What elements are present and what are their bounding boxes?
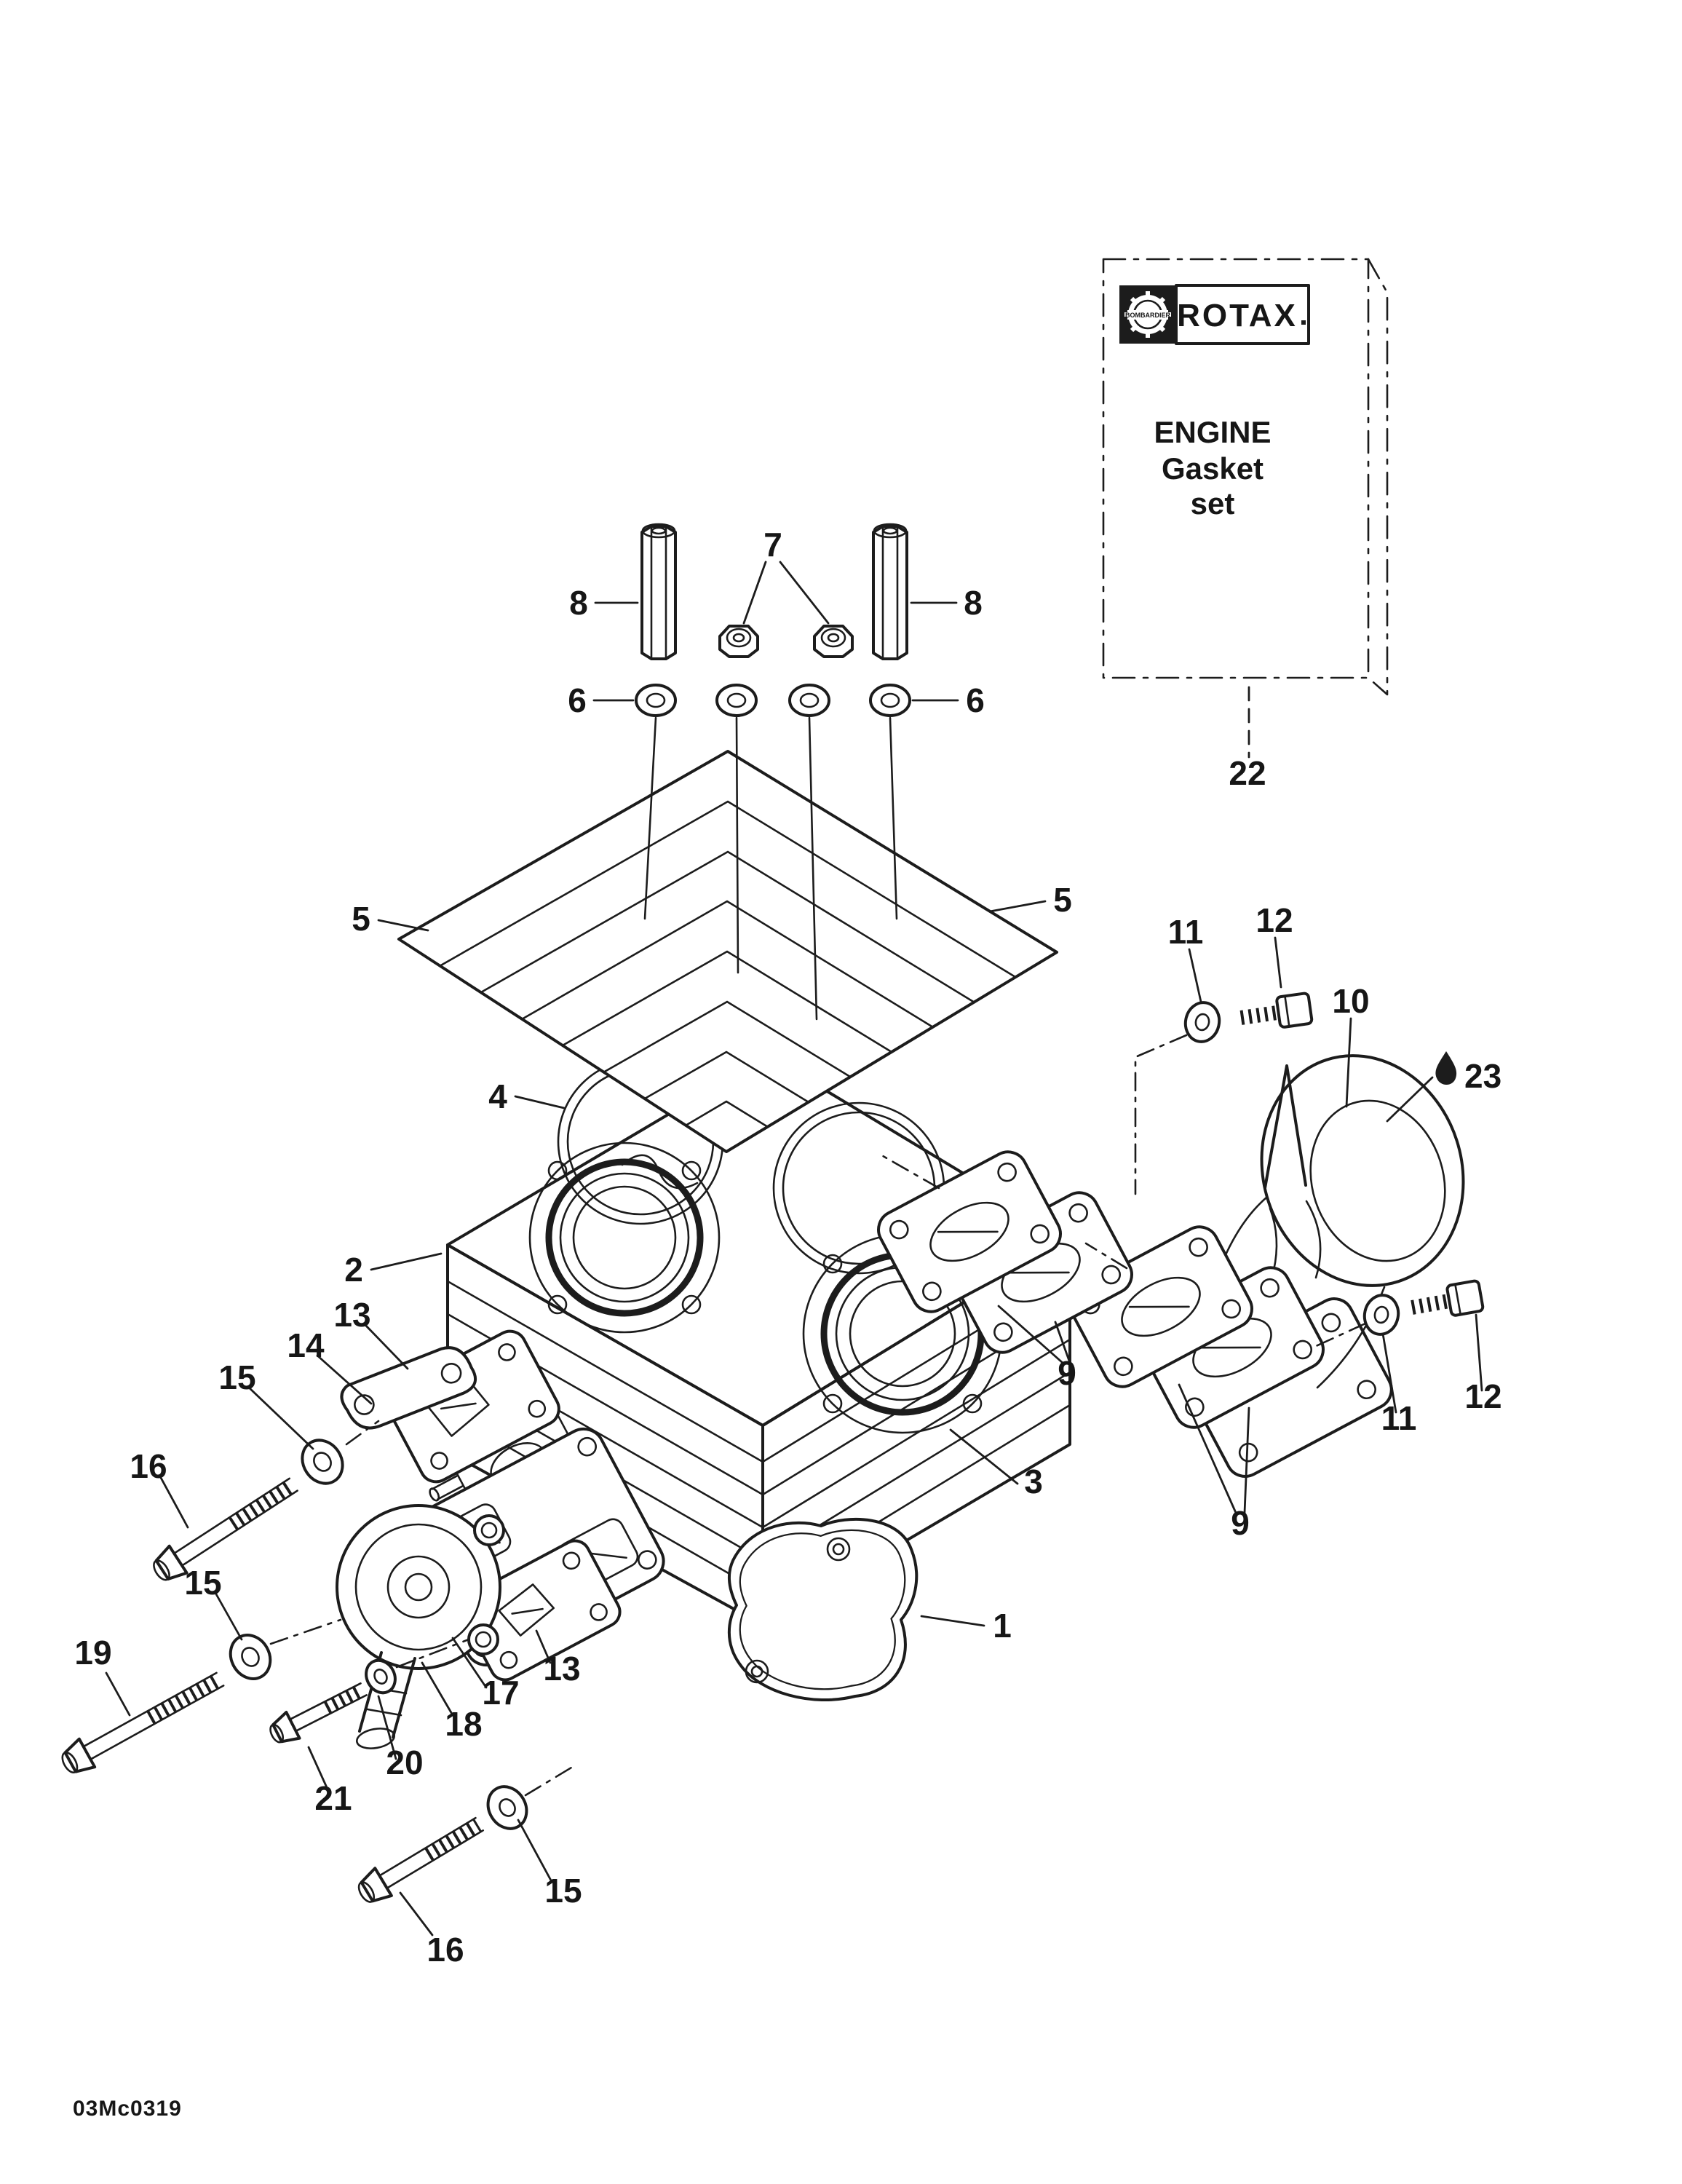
- callout-6-right: 6: [966, 681, 985, 719]
- kit-title-line2: Gasket: [1162, 451, 1264, 486]
- callout-10: 10: [1332, 982, 1369, 1020]
- logo-caption-band: [1127, 310, 1168, 320]
- bolt-axis-19: [269, 1618, 342, 1645]
- callout-8-left: 8: [569, 584, 588, 622]
- callout-15-mid: 15: [184, 1564, 221, 1602]
- brand-box: [1175, 284, 1310, 345]
- hex-bolt-16-lower: [357, 1816, 485, 1903]
- manifold-washer-lower: [1362, 1294, 1400, 1336]
- manifold-screw-lower: [1411, 1279, 1485, 1317]
- exhaust-gasket: [1140, 1266, 1325, 1429]
- manifold-spike: [1264, 1064, 1307, 1190]
- drawing-code: 03Mc0319: [73, 2097, 182, 2121]
- callout-9-left: 9: [1058, 1354, 1076, 1392]
- flat-washer-20: [365, 1658, 397, 1695]
- gasket-kit-packet: BOMBARDIER ROTAX ENGINE Gasket set: [1102, 258, 1389, 696]
- callout-2: 2: [344, 1251, 363, 1289]
- callout-5-left: 5: [352, 900, 370, 938]
- callout-16-upper: 16: [130, 1447, 167, 1485]
- kit-title-line1: ENGINE: [1154, 415, 1271, 449]
- packet-fold-edge: [1367, 258, 1389, 696]
- hex-bolt-19: [61, 1671, 225, 1774]
- callout-5-right: 5: [1053, 881, 1072, 919]
- callout-3: 3: [1024, 1463, 1043, 1500]
- manifold-screw-upper: [1239, 992, 1314, 1029]
- callout-18: 18: [445, 1705, 482, 1743]
- callout-labels: 8 8 7 6 6 5 5 4 2 13 14 15 16 15 19 21 2…: [74, 526, 1501, 1969]
- head-fins: [438, 800, 1017, 1128]
- support-bracket: [340, 1346, 477, 1430]
- hex-bolt-16-upper: [153, 1477, 298, 1581]
- flat-washers-row: [635, 684, 911, 717]
- manifold-washer-upper: [1183, 1001, 1221, 1043]
- brand-name: ROTAX: [1177, 298, 1298, 333]
- callout-14: 14: [287, 1326, 325, 1364]
- cylinder-head: [397, 750, 1058, 1153]
- callout-22: 22: [1229, 754, 1266, 792]
- callout-7: 7: [763, 526, 782, 563]
- callout-leaders: [105, 561, 1483, 1936]
- manifold-bell: [1260, 1054, 1465, 1287]
- callout-4: 4: [488, 1077, 507, 1115]
- callout-12-upper: 12: [1255, 901, 1293, 939]
- packet-outline: [1102, 258, 1370, 679]
- callout-8-right: 8: [964, 584, 983, 622]
- exhaust-manifold: [1186, 1054, 1465, 1478]
- callout-11-lower: 11: [1381, 1399, 1417, 1437]
- callout-15-lower: 15: [544, 1872, 582, 1910]
- left-bore: [528, 1142, 721, 1334]
- callout-20: 20: [386, 1744, 423, 1781]
- callout-21: 21: [314, 1779, 352, 1817]
- hex-bolt-21: [269, 1682, 368, 1744]
- callout-1: 1: [993, 1607, 1012, 1645]
- kit-title-line3: set: [1191, 486, 1235, 521]
- exhaust-gasket: [1068, 1225, 1253, 1388]
- callout-23: 23: [1464, 1057, 1501, 1095]
- screw-axis-upper: [1134, 1034, 1188, 1195]
- callout-19: 19: [74, 1634, 111, 1671]
- stud-axis-lines: [643, 716, 898, 1021]
- water-pump-housing: [336, 1504, 505, 1749]
- exhaust-gaskets: [877, 1150, 1325, 1429]
- callout-12-lower: 12: [1464, 1377, 1501, 1415]
- trademark-dot: [1301, 320, 1306, 325]
- oil-drop-icon: [1435, 1051, 1457, 1085]
- screw-axis-lower: [1313, 1322, 1367, 1348]
- base-gasket: [727, 1518, 919, 1701]
- hex-nut-right: [813, 625, 854, 658]
- callout-17: 17: [482, 1674, 519, 1712]
- bolt-axis-16-upper: [345, 1420, 380, 1446]
- callout-13-lower: 13: [543, 1650, 580, 1688]
- callout-9-right: 9: [1231, 1504, 1250, 1542]
- standoff-right: [872, 523, 908, 660]
- hex-nut-left: [718, 625, 759, 658]
- pump-ear-upper: [473, 1514, 505, 1546]
- callout-16-lower: 16: [427, 1931, 464, 1969]
- callout-15-upper: 15: [218, 1358, 255, 1396]
- bolt-axis-16-lower: [524, 1764, 576, 1797]
- callout-13-upper: 13: [333, 1296, 370, 1334]
- lock-washer-15-mid: [229, 1634, 272, 1680]
- standoff-left: [640, 523, 677, 660]
- callout-6-left: 6: [568, 681, 587, 719]
- exhaust-gasket: [877, 1150, 1062, 1313]
- logo-caption: BOMBARDIER: [1125, 312, 1170, 319]
- callout-11-upper: 11: [1168, 913, 1204, 951]
- lock-washer-15-upper: [301, 1439, 344, 1485]
- pump-ear-lower: [467, 1623, 499, 1655]
- lock-washer-15-lower: [486, 1785, 528, 1830]
